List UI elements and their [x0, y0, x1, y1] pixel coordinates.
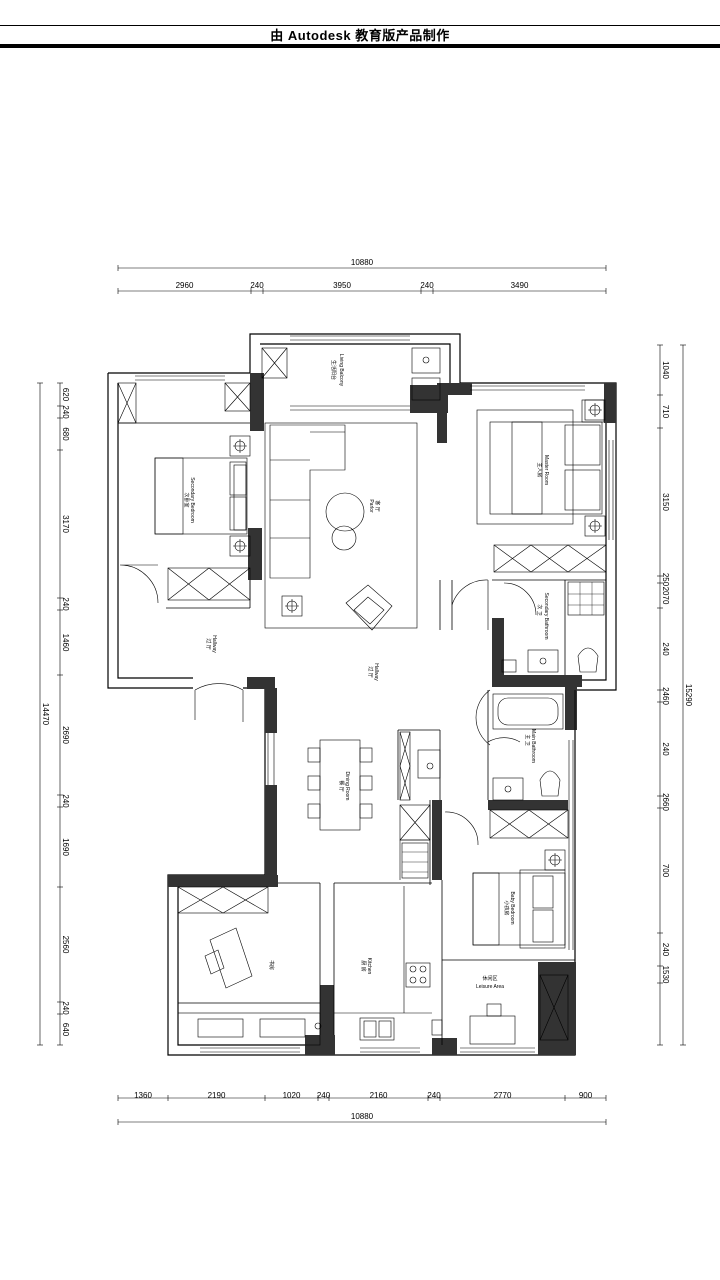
- dim-left-overall-label: 14470: [41, 703, 50, 726]
- dim-bottom-segment-label: 240: [317, 1091, 331, 1100]
- dim-right-segment-label: 710: [661, 405, 670, 419]
- dim-bottom-segment-label: 1360: [134, 1091, 152, 1100]
- header-rule-thick: [0, 44, 720, 48]
- partitions: [118, 422, 606, 1045]
- label-study-cn: 书房: [268, 960, 275, 970]
- dim-left-segment-label: 620: [61, 388, 70, 402]
- parlor-furniture: [264, 422, 418, 631]
- dim-right-segment-label: 1530: [661, 966, 670, 984]
- dim-left-segment-label: 680: [61, 427, 70, 441]
- dim-left-segment-label: 240: [61, 1001, 70, 1015]
- label-main-bathroom-cn: 主 卫: [524, 734, 531, 745]
- dim-top-overall-label: 10880: [351, 258, 374, 267]
- dim-left-segment-label: 1690: [61, 838, 70, 856]
- dim-left-segment-label: 2560: [61, 936, 70, 954]
- dim-right-segment-label: 1040: [661, 361, 670, 379]
- label-parlor-cn: 客 厅: [374, 500, 381, 511]
- dim-bottom-segment-label: 2770: [494, 1091, 512, 1100]
- label-hallway-center-en: Hallway: [373, 663, 379, 681]
- label-leisure-area-cn: 休闲区: [482, 975, 497, 982]
- dim-left-segment-label: 240: [61, 597, 70, 611]
- label-living-balcony-cn: 生活阳台: [330, 360, 337, 380]
- windows: [135, 335, 614, 1053]
- header-rule-thin: [0, 25, 720, 26]
- dim-bottom-segment-label: 1020: [283, 1091, 301, 1100]
- leisure-furniture: [469, 1003, 516, 1045]
- label-hallway-left-cn: 过 厅: [205, 638, 212, 649]
- dim-left-segment-label: 2690: [61, 726, 70, 744]
- label-master-room-cn: 主人房: [536, 462, 543, 477]
- dim-bottom-segment-label: 900: [579, 1091, 593, 1100]
- label-parlor-en: Parlor: [368, 499, 374, 513]
- dim-top-segment-label: 3950: [333, 281, 351, 290]
- dim-left-segment-label: 240: [61, 405, 70, 419]
- dim-right-segment-label: 250: [661, 573, 670, 587]
- label-leisure-area-en: Leisure Area: [476, 984, 504, 990]
- label-main-bathroom-en: Main Bathroom: [530, 729, 536, 763]
- label-dining-room-cn: 餐 厅: [338, 780, 345, 791]
- exterior-outline: [107, 333, 617, 1056]
- label-secondary-bedroom-cn: 次卧室: [183, 492, 190, 507]
- dim-right-overall-label: 15290: [684, 684, 693, 707]
- kitchen-fixtures: [334, 886, 443, 1041]
- dim-right-segment-label: 2660: [661, 793, 670, 811]
- label-hallway-left-en: Hallway: [211, 635, 217, 653]
- label-dining-room-en: Dining Room: [344, 772, 350, 801]
- label-living-balcony-en: Living Balcony: [338, 354, 344, 387]
- dim-top-segment-label: 240: [420, 281, 434, 290]
- doors: [119, 564, 537, 880]
- label-secondary-bedroom-en: Secondary Bedroom: [189, 477, 195, 523]
- dim-right-segment-label: 2070: [661, 587, 670, 605]
- dim-left-segment-label: 3170: [61, 515, 70, 533]
- nightstand-lamps: [229, 399, 606, 871]
- dining-furniture: [307, 739, 373, 831]
- solid-walls: [168, 373, 616, 1055]
- header-bar: 由 Autodesk 教育版产品制作: [0, 0, 720, 50]
- dim-left-segment-label: 1460: [61, 634, 70, 652]
- room-labels: 生活阳台 Living Balcony 次卧室 Secondary Bedroo…: [183, 354, 549, 990]
- dim-right-segment-label: 240: [661, 742, 670, 756]
- dim-bottom-segment-label: 2190: [208, 1091, 226, 1100]
- label-baby-bedroom-cn: 小孩房: [503, 900, 510, 915]
- dim-right-segment-label: 240: [661, 642, 670, 656]
- dim-top-segment-label: 2960: [176, 281, 194, 290]
- dim-right-segment-label: 3150: [661, 493, 670, 511]
- beds: [154, 409, 603, 949]
- dim-bottom-segment-label: 2160: [370, 1091, 388, 1100]
- label-master-room-en: Master Room: [543, 455, 549, 485]
- bathroom-fixtures: [401, 347, 605, 879]
- label-secondary-bathroom-en: Secondary Bathroom: [543, 593, 549, 640]
- wardrobes: [117, 347, 607, 1041]
- dim-left-segment-label: 640: [61, 1023, 70, 1037]
- dimension-lines: [37, 265, 686, 1125]
- dim-right-segment-label: 240: [661, 943, 670, 957]
- dim-right-segment-label: 700: [661, 864, 670, 878]
- study-furniture: [177, 927, 322, 1046]
- dimension-labels: 10880 2960 240 3950 240 3490 1360 2190 1020 240 21…: [41, 258, 693, 1121]
- dim-top-segment-label: 240: [250, 281, 264, 290]
- dim-top-segment-label: 3490: [511, 281, 529, 290]
- header-title: 由 Autodesk 教育版产品制作: [270, 28, 450, 43]
- label-kitchen-en: Kitchen: [366, 958, 372, 975]
- label-secondary-bathroom-cn: 次 卫: [536, 604, 543, 615]
- dim-right-segment-label: 2460: [661, 687, 670, 705]
- dim-bottom-overall-label: 10880: [351, 1112, 374, 1121]
- dim-bottom-segment-label: 240: [427, 1091, 441, 1100]
- label-hallway-center-cn: 过 厅: [367, 666, 374, 677]
- label-kitchen-cn: 厨 房: [360, 960, 367, 971]
- dim-left-segment-label: 240: [61, 794, 70, 808]
- label-baby-bedroom-en: Baby Bedroom: [509, 891, 515, 924]
